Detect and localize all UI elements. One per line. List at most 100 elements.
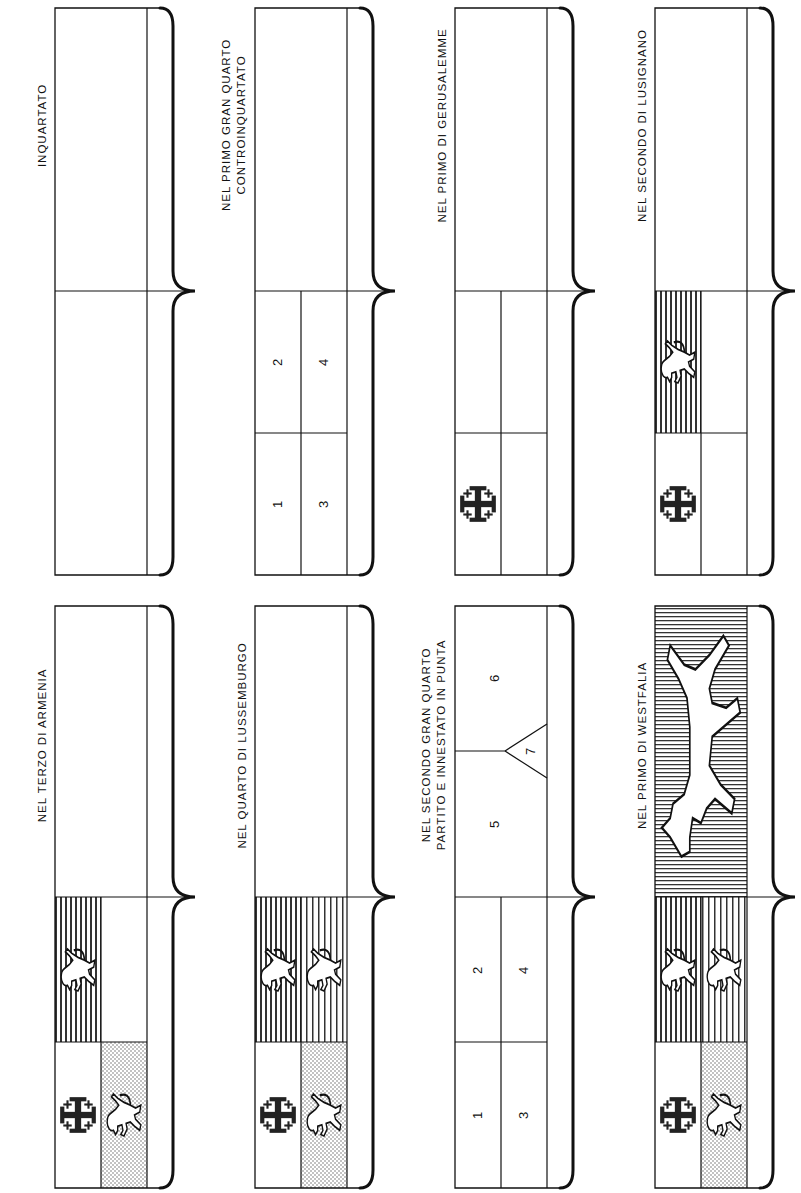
shield-border	[360, 606, 395, 1188]
jerusalem-cross	[60, 1097, 96, 1133]
shield: NEL TERZO DI ARMENIA	[5, 604, 199, 1190]
shield-caption: NEL QUARTO DI LUSSEMBURGO	[234, 635, 249, 855]
barry-field	[701, 897, 747, 1042]
callout-number: 5	[488, 820, 501, 827]
partition-lines	[55, 8, 795, 1188]
shield-caption: INQUARTATO	[34, 15, 49, 235]
armenia-lion	[107, 1094, 141, 1136]
callout-number: 4	[317, 358, 330, 365]
partition-line	[255, 896, 395, 897]
shield-border	[455, 606, 595, 1188]
partition-line	[455, 750, 505, 751]
callout-number: 3	[517, 1111, 530, 1118]
shield: INQUARTATO	[5, 6, 199, 577]
partition-line	[455, 1041, 547, 1042]
shield-caption: NEL SECONDO DI LUSIGNANO	[634, 15, 649, 235]
tincture-fields	[55, 291, 747, 1188]
stippled-field	[301, 1042, 347, 1188]
shield-outline	[5, 604, 199, 1190]
partition-line	[55, 1041, 147, 1042]
callout-number: 1	[471, 1111, 484, 1118]
callout-number: 7	[524, 747, 537, 754]
callout-number: 2	[271, 358, 284, 365]
barry-field	[655, 897, 701, 1042]
luxembourg-lion	[707, 949, 741, 991]
partition-line	[255, 290, 395, 291]
partition-line	[455, 432, 547, 433]
callout-number: 2	[471, 966, 484, 973]
callout-number: 4	[517, 966, 530, 973]
charges	[60, 341, 741, 1136]
armenia-lion	[707, 1094, 741, 1136]
ente-en-pointe-line	[505, 751, 547, 778]
shield-outline	[605, 604, 799, 1190]
shield: NEL PRIMO GRAN QUARTO CONTROINQUARTATO	[205, 6, 399, 577]
partition-line	[455, 290, 595, 291]
westphalia-horse	[662, 636, 740, 857]
callout-number: 3	[317, 500, 330, 507]
shield-border	[360, 8, 395, 575]
callout-number: 6	[488, 674, 501, 681]
barry-field	[55, 897, 101, 1042]
partition-line	[55, 896, 195, 897]
lusignan-lion	[261, 949, 295, 991]
luxembourg-lion	[307, 949, 341, 991]
shield-outline	[205, 604, 399, 1190]
lusignan-lion	[61, 949, 95, 991]
partition-line	[655, 896, 795, 897]
barry-field	[255, 897, 301, 1042]
shield: NEL QUARTO DI LUSSEMBURGO	[205, 604, 399, 1190]
shield-border	[655, 606, 795, 1188]
partition-line	[55, 290, 195, 291]
shield-border	[160, 8, 195, 575]
shield-border	[255, 8, 395, 575]
stippled-field	[701, 1042, 747, 1188]
shield-border	[560, 606, 595, 1188]
shield-caption: NEL PRIMO DI GERUSALEMME	[434, 15, 449, 235]
jerusalem-cross	[260, 1097, 296, 1133]
shield-caption: NEL SECONDO GRAN QUARTO PARTITO E INNEST…	[419, 635, 449, 855]
lusignan-lion	[661, 949, 695, 991]
shield-border	[760, 8, 795, 575]
shield-outline	[405, 6, 599, 577]
shield-border	[160, 606, 195, 1188]
barry-field	[655, 291, 701, 433]
shield-border	[455, 8, 595, 575]
shield: NEL PRIMO DI WESTFALIA	[605, 604, 799, 1190]
shield-border	[655, 8, 795, 575]
shield-caption: NEL PRIMO GRAN QUARTO CONTROINQUARTATO	[219, 15, 249, 235]
partition-line	[655, 432, 747, 433]
shield-caption: NEL TERZO DI ARMENIA	[34, 635, 49, 855]
shield-border	[55, 606, 195, 1188]
shield-border	[255, 606, 395, 1188]
shield-caption: NEL PRIMO DI WESTFALIA	[634, 635, 649, 855]
gules-field	[655, 606, 747, 897]
shield: NEL SECONDO GRAN QUARTO PARTITO E INNEST…	[405, 604, 599, 1190]
partition-line	[255, 1041, 347, 1042]
shield-outline	[405, 604, 599, 1190]
barry-field	[301, 897, 347, 1042]
partition-line	[655, 290, 795, 291]
jerusalem-cross	[460, 486, 496, 522]
partition-line	[455, 896, 595, 897]
partition-line	[655, 1041, 747, 1042]
lusignan-lion	[661, 341, 695, 383]
shield-border	[560, 8, 595, 575]
shield: NEL SECONDO DI LUSIGNANO	[605, 6, 799, 577]
shield-border	[760, 606, 795, 1188]
shield-border	[55, 8, 195, 575]
jerusalem-cross	[660, 486, 696, 522]
shield-outline	[205, 6, 399, 577]
shield-outline	[5, 6, 199, 577]
partition-line	[255, 432, 347, 433]
callout-number: 1	[271, 500, 284, 507]
shield: NEL PRIMO DI GERUSALEMME	[405, 6, 599, 577]
armenia-lion	[307, 1094, 341, 1136]
jerusalem-cross	[660, 1097, 696, 1133]
ente-en-pointe-line	[505, 724, 547, 751]
stippled-field	[101, 1042, 147, 1188]
